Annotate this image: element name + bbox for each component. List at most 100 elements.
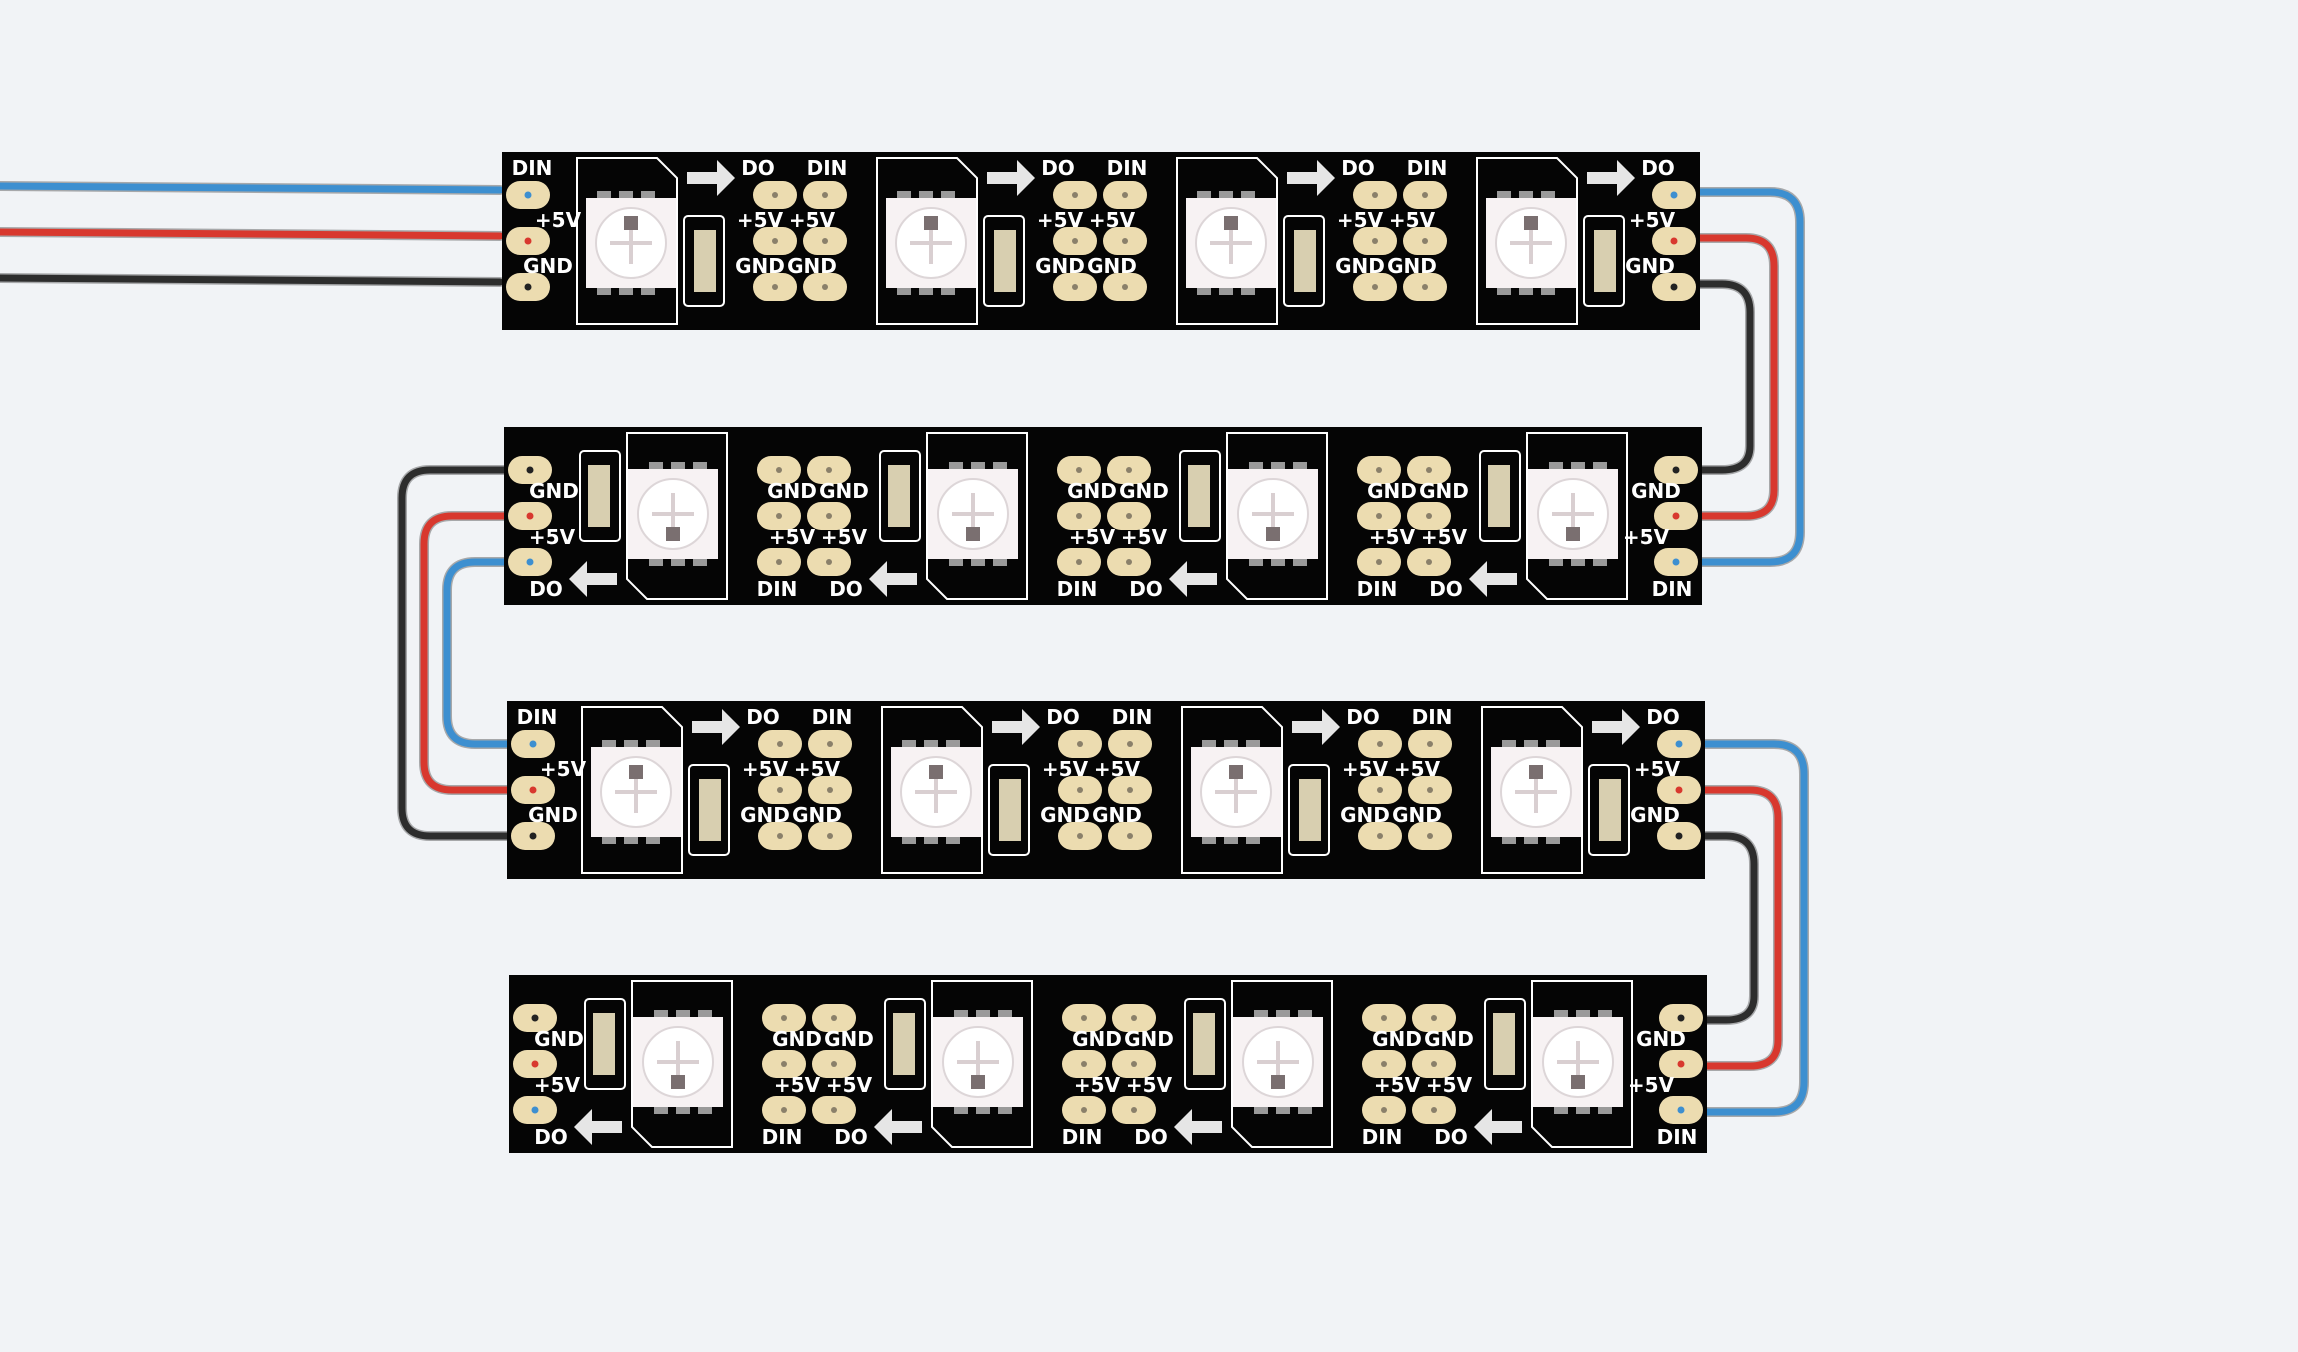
data-out-arrow <box>987 160 1035 196</box>
capacitor-outline <box>1288 764 1330 856</box>
strip-1: DIN+5VGNDDO+5VGNDDIN+5VGNDDO+5VGNDDIN+5V… <box>502 152 1700 330</box>
junction-pad-out-dot <box>826 559 832 565</box>
do-label: DO <box>1041 156 1075 180</box>
junction-pad-out-dot <box>1077 833 1083 839</box>
led-die <box>629 765 643 779</box>
capacitor-outline <box>879 450 921 542</box>
din-label: DIN <box>1107 156 1148 180</box>
led-pin <box>902 836 916 844</box>
led-outline <box>1226 432 1328 600</box>
junction-pad-in-dot <box>1427 741 1433 747</box>
led-outline <box>1476 157 1578 325</box>
junction-pad-in-dot <box>1381 1107 1387 1113</box>
led-lens-marks <box>1552 493 1594 533</box>
vplus-label: +5V <box>1094 757 1141 781</box>
led-pin <box>946 836 960 844</box>
led-lens-marks <box>1515 773 1557 813</box>
vplus-label: +5V <box>1369 525 1416 549</box>
junction-pad-out-dot <box>1077 741 1083 747</box>
junction-pad-in-dot <box>1422 238 1428 244</box>
led-pin <box>693 462 707 470</box>
junction-pad-out-dot <box>1131 1061 1137 1067</box>
led-pin <box>624 740 638 748</box>
led-pin <box>1502 740 1516 748</box>
capacitor-outline <box>683 215 725 307</box>
link-3-4-data-outline <box>1685 739 1809 1117</box>
junction-pad-out-dot <box>1126 467 1132 473</box>
gnd-label: GND <box>767 479 817 503</box>
input-pad-ground-dot <box>1672 466 1680 474</box>
vplus-label: +5V <box>534 1073 581 1097</box>
output-pad-power-dot <box>1670 237 1678 245</box>
capacitor-body <box>1193 1013 1215 1075</box>
junction-pad-in-dot <box>1422 192 1428 198</box>
junction-pad-in-dot <box>1076 513 1082 519</box>
din-label: DIN <box>757 577 798 601</box>
capacitor-body <box>1294 230 1316 292</box>
capacitor-body <box>893 1013 915 1075</box>
led-pin <box>646 836 660 844</box>
led-pin <box>919 191 933 199</box>
led-pin <box>902 740 916 748</box>
led-pin <box>641 287 655 295</box>
din-label: DIN <box>517 705 558 729</box>
led-pin <box>924 836 938 844</box>
vplus-label: +5V <box>1623 525 1670 549</box>
led-pin <box>1224 740 1238 748</box>
led-outline <box>1531 980 1633 1148</box>
vplus-label: +5V <box>737 208 784 232</box>
junction-pad-out-dot <box>1426 513 1432 519</box>
do-label: DO <box>1346 705 1380 729</box>
led-pin <box>1519 191 1533 199</box>
junction-pad-in-dot <box>1376 467 1382 473</box>
junction-pad-in-dot <box>1376 559 1382 565</box>
led-pin <box>1271 462 1285 470</box>
junction-pad-in-dot <box>776 467 782 473</box>
led-die <box>624 216 638 230</box>
gnd-label: GND <box>529 479 579 503</box>
output-pad-data-dot <box>1670 191 1678 199</box>
junction-pad-out-dot <box>772 192 778 198</box>
led-pin <box>1571 558 1585 566</box>
vplus-label: +5V <box>1037 208 1084 232</box>
vplus-label: +5V <box>535 208 582 232</box>
vplus-label: +5V <box>821 525 868 549</box>
din-label: DIN <box>1657 1125 1698 1149</box>
led-outline <box>1181 706 1283 874</box>
led-pin <box>654 1010 668 1018</box>
junction-pad-out-dot <box>1072 284 1078 290</box>
vplus-label: +5V <box>1042 757 1089 781</box>
data-out-arrow <box>1592 709 1640 745</box>
junction-pad-out-dot <box>1126 513 1132 519</box>
led-pin <box>1197 287 1211 295</box>
do-label: DO <box>1341 156 1375 180</box>
strip-4: DIN+5VGNDDO+5VGNDDIN+5VGNDDO+5VGNDDIN+5V… <box>509 975 1707 1153</box>
junction-pad-out-dot <box>1431 1061 1437 1067</box>
led-lens-marks <box>1557 1041 1599 1081</box>
junction-pad-in-dot <box>822 238 828 244</box>
led-die <box>671 1075 685 1089</box>
din-label: DIN <box>1362 1125 1403 1149</box>
link-3-4-ground <box>1686 832 1758 1024</box>
led-outline <box>931 980 1033 1148</box>
output-pad-power-dot <box>531 1060 539 1068</box>
junction-pad-in-dot <box>1381 1061 1387 1067</box>
led-pin <box>971 462 985 470</box>
do-label: DO <box>829 577 863 601</box>
led-pin <box>998 1010 1012 1018</box>
capacitor-body <box>999 779 1021 841</box>
junction-pad-in-dot <box>827 787 833 793</box>
input-pad-data-dot <box>524 191 532 199</box>
capacitor-outline <box>579 450 621 542</box>
led-outline <box>1526 432 1628 600</box>
output-pad-power-dot <box>526 512 534 520</box>
led-pin <box>1541 191 1555 199</box>
led-pin <box>993 558 1007 566</box>
strip-3: DIN+5VGNDDO+5VGNDDIN+5VGNDDO+5VGNDDIN+5V… <box>507 701 1705 879</box>
led-pin <box>619 191 633 199</box>
led-die <box>666 527 680 541</box>
junction-pad-in-dot <box>1122 238 1128 244</box>
gnd-label: GND <box>819 479 869 503</box>
gnd-label: GND <box>1124 1027 1174 1051</box>
